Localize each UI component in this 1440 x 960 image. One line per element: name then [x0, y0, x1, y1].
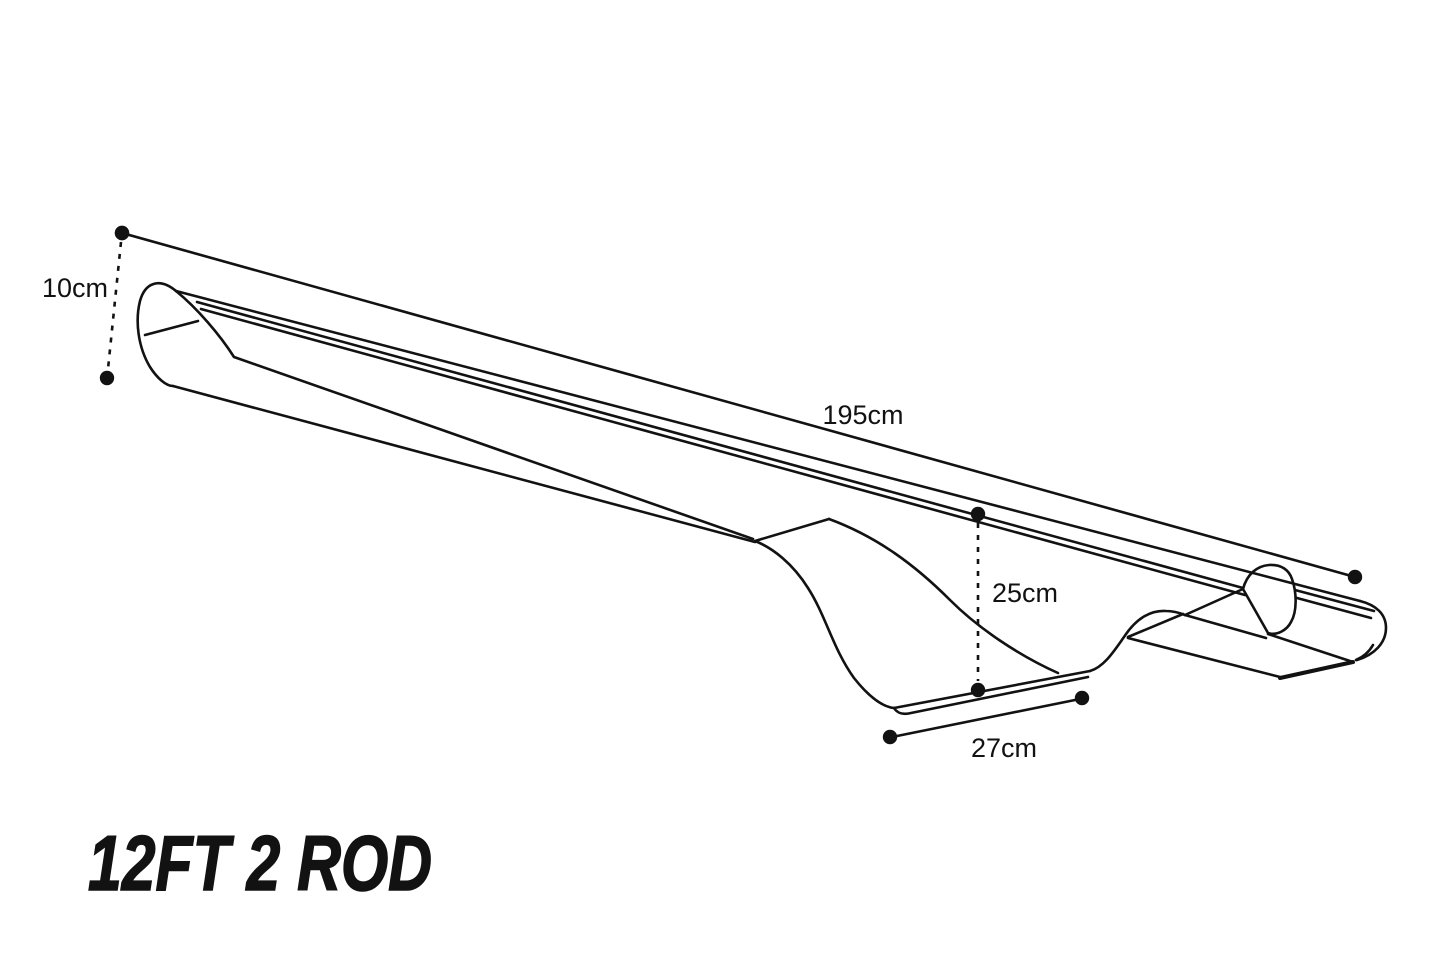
pocket-bottom-upper-line: [892, 669, 1092, 710]
depth-dimension-dot-top: [970, 506, 986, 522]
dimension-depth-25: 25cm: [970, 506, 1058, 698]
dimension-length-195: 195cm: [114, 225, 1363, 585]
zipper-seam-line-1: [195, 300, 1245, 590]
height-dimension-dot-top: [114, 225, 130, 241]
depth-dimension-label: 25cm: [992, 578, 1058, 608]
bottom-right-edge: [1278, 660, 1355, 680]
right-tip-outer-curve: [1355, 599, 1388, 662]
small-hump-chord: [1126, 612, 1185, 639]
left-end-cap-crease: [143, 319, 200, 337]
pocket-back-curve: [827, 517, 1060, 675]
right-end-flap: [1241, 563, 1297, 636]
dimension-height-10: 10cm: [42, 225, 130, 386]
length-dimension-label: 195cm: [822, 400, 903, 430]
zipper-seam-line-2: [199, 307, 1247, 597]
right-tip-inner-curve: [1354, 643, 1375, 662]
base-dimension-dot-right: [1074, 690, 1090, 706]
bottom-face-top-line: [1183, 613, 1268, 640]
small-hump-curve: [1088, 609, 1187, 673]
top-ridge-edge: [174, 289, 1362, 603]
depth-dimension-dot-bottom: [970, 682, 986, 698]
pocket-opening-connector: [753, 517, 831, 543]
bottom-face-bottom-line: [1126, 636, 1282, 679]
zipper-seam-tip-1: [1293, 588, 1376, 613]
diagram-title: 12FT 2 ROD: [88, 819, 432, 907]
pocket-front-s-curve: [753, 539, 896, 710]
zipper-seam-tip-2: [1295, 596, 1373, 620]
left-end-cap: [136, 281, 178, 388]
flap-stem-line: [1266, 632, 1355, 664]
length-dimension-line: [120, 231, 1357, 579]
base-dimension-dot-left: [882, 729, 898, 745]
base-dimension-line: [895, 698, 1077, 738]
pocket-bottom-lower-line: [892, 675, 1090, 716]
base-dimension-label: 27cm: [971, 733, 1037, 763]
hump-to-flap-line: [1183, 587, 1245, 617]
height-dimension-dot-bottom: [99, 370, 115, 386]
height-dimension-label: 10cm: [42, 273, 108, 303]
rod-holdall-outline: [136, 281, 1388, 716]
bottom-left-edge: [171, 384, 757, 544]
front-ridge-edge: [174, 289, 755, 541]
height-dimension-dashed-line: [106, 241, 123, 370]
dimension-base-27: 27cm: [882, 690, 1090, 763]
length-dimension-dot-right: [1347, 569, 1363, 585]
